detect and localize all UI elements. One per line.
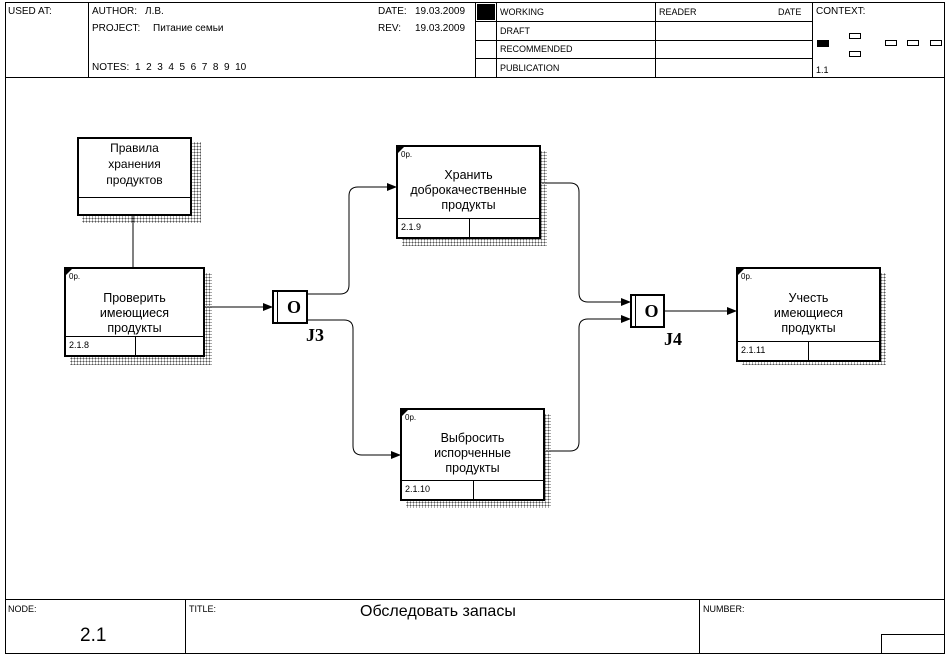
- author-label: AUTHOR:: [92, 6, 137, 17]
- used-at-label: USED AT:: [8, 6, 52, 17]
- context-current-box: [817, 40, 829, 47]
- status-row-rule: [475, 58, 812, 59]
- status-working: WORKING: [500, 7, 544, 17]
- mechanism-box[interactable]: Правила хранения продуктов: [77, 137, 192, 216]
- status-draft: DRAFT: [500, 26, 530, 36]
- arrow-discard-to-j4[interactable]: [545, 315, 631, 452]
- page-title: Обследовать запасы: [360, 603, 516, 620]
- header-divider: [655, 2, 656, 77]
- header-divider: [812, 2, 813, 77]
- author-value: Л.В.: [145, 6, 164, 17]
- activity-label: Учесть имеющиеся продукты: [773, 291, 844, 335]
- title-label: TITLE:: [189, 604, 217, 614]
- activity-node-number: 2.1.9: [401, 222, 422, 232]
- context-sibling-box: [849, 33, 861, 39]
- node-label: NODE:: [8, 604, 37, 614]
- arrow-store-to-j4[interactable]: [541, 182, 631, 306]
- activity-footer: 2.1.10: [402, 480, 543, 499]
- project-label: PROJECT:: [92, 23, 141, 34]
- arrow-j3-to-store[interactable]: [307, 183, 397, 295]
- context-sibling-box: [885, 40, 897, 46]
- project-value: Питание семьи: [153, 23, 224, 34]
- arrow-j3-to-discard[interactable]: [307, 319, 401, 459]
- reader-label: READER: [659, 7, 697, 17]
- status-row-rule: [475, 40, 812, 41]
- mechanism-footer: [79, 197, 190, 214]
- context-label: CONTEXT:: [816, 6, 866, 17]
- activity-node-number: 2.1.10: [405, 484, 431, 494]
- footer-divider: [699, 599, 700, 654]
- activity-label: Выбросить испорченные продукты: [434, 431, 511, 475]
- header-bottom-rule: [5, 77, 945, 78]
- context-node: 1.1: [816, 65, 829, 75]
- activity-box-2-1-10[interactable]: 0р. Выбросить испорченные продукты 2.1.1…: [400, 408, 545, 501]
- status-row-rule: [475, 21, 812, 22]
- activity-cost: 0р.: [69, 272, 81, 281]
- footer-divider: [469, 219, 470, 237]
- activity-node-number: 2.1.11: [741, 345, 766, 355]
- activity-cost: 0р.: [401, 150, 413, 159]
- date-value: 19.03.2009: [415, 6, 466, 17]
- footer-divider: [185, 599, 186, 654]
- junction-symbol: O: [644, 300, 659, 321]
- status-recommended: RECOMMENDED: [500, 44, 573, 54]
- footer-divider: [473, 481, 474, 499]
- activity-footer: 2.1.8: [66, 336, 203, 355]
- activity-box-2-1-11[interactable]: 0р. Учесть имеющиеся продукты 2.1.11: [736, 267, 881, 362]
- mechanism-label: Правила хранения продуктов: [106, 141, 163, 187]
- junction-label: J4: [664, 329, 682, 349]
- context-sibling-box: [907, 40, 919, 46]
- activity-label: Проверить имеющиеся продукты: [99, 291, 170, 335]
- header-divider: [88, 2, 89, 77]
- footer-top-rule: [5, 599, 945, 600]
- rev-value: 19.03.2009: [415, 23, 466, 34]
- footer-divider: [135, 337, 136, 355]
- activity-footer: 2.1.9: [398, 218, 539, 237]
- node-value: 2.1: [80, 625, 107, 646]
- activity-label: Хранить доброкачественные продукты: [410, 168, 527, 212]
- context-sibling-box: [930, 40, 942, 46]
- status-publication: PUBLICATION: [500, 63, 560, 73]
- junction-bar: [277, 292, 278, 322]
- notes-label: NOTES:: [92, 62, 130, 73]
- activity-cost: 0р.: [405, 413, 417, 422]
- rev-label: REV:: [378, 23, 401, 34]
- page-number-box: [881, 634, 945, 654]
- activity-corner-mark: [738, 269, 744, 275]
- activity-corner-mark: [398, 147, 404, 153]
- activity-box-2-1-9[interactable]: 0р. Хранить доброкачественные продукты 2…: [396, 145, 541, 239]
- activity-box-2-1-8[interactable]: 0р. Проверить имеющиеся продукты 2.1.8: [64, 267, 205, 357]
- junction-j3[interactable]: O: [272, 290, 308, 324]
- footer-divider: [808, 342, 809, 360]
- context-sibling-box: [849, 51, 861, 57]
- junction-symbol: O: [286, 296, 301, 317]
- activity-footer: 2.1.11: [738, 341, 879, 360]
- junction-bar: [635, 296, 636, 326]
- header-divider: [475, 2, 476, 77]
- working-status-marker: [477, 4, 495, 20]
- header-divider: [496, 2, 497, 77]
- activity-node-number: 2.1.8: [69, 340, 90, 350]
- notes-value: 1 2 3 4 5 6 7 8 9 10: [135, 62, 247, 73]
- activity-corner-mark: [402, 410, 408, 416]
- date-label: DATE:: [378, 6, 407, 17]
- activity-corner-mark: [66, 269, 72, 275]
- number-label: NUMBER:: [703, 604, 745, 614]
- activity-cost: 0р.: [741, 272, 753, 281]
- junction-j4[interactable]: O: [630, 294, 665, 328]
- reader-date-label: DATE: [778, 7, 802, 17]
- junction-label: J3: [306, 325, 324, 345]
